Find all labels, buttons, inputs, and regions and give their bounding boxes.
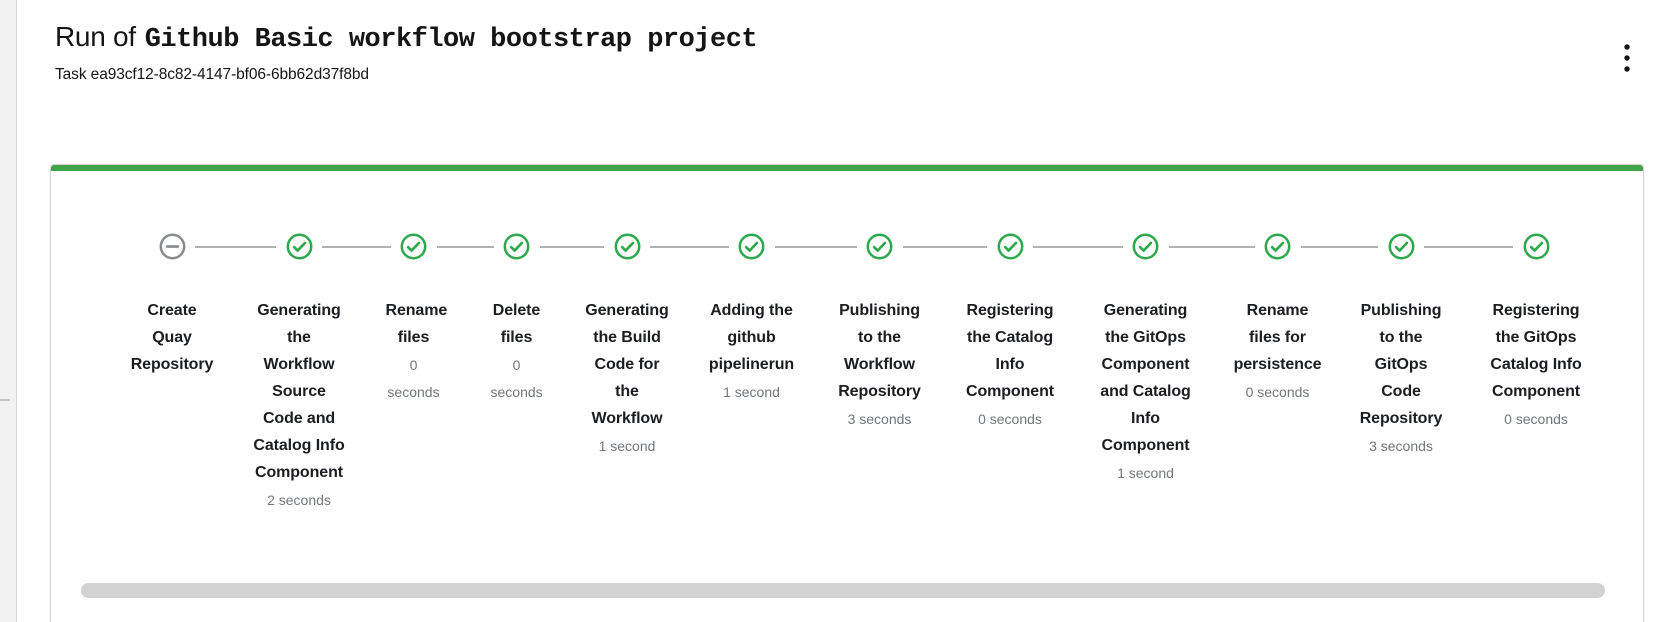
check-circle-icon <box>286 233 313 260</box>
check-circle-icon <box>1264 233 1291 260</box>
card-status-accent-bar <box>51 165 1643 171</box>
step-duration: 0 seconds <box>387 357 440 400</box>
step-duration: 1 second <box>723 384 780 400</box>
kebab-vertical-icon <box>1624 44 1630 72</box>
page-title: Run of Github Basic workflow bootstrap pr… <box>55 16 758 59</box>
workflow-stepper[interactable]: Create Quay Repository Generating the Wo… <box>51 171 1643 514</box>
step-duration: 1 second <box>598 438 656 454</box>
left-panel-edge <box>0 0 17 622</box>
workflow-step: Registering the Catalog Info Component 0… <box>943 233 1077 433</box>
step-label: Publishing to the GitOps Code Repository <box>1359 302 1443 427</box>
check-circle-icon <box>866 233 893 260</box>
step-label: Generating the GitOps Component and Cata… <box>1100 302 1191 454</box>
step-duration: 1 second <box>1117 465 1174 481</box>
step-label: Generating the Workflow Source Code and … <box>253 302 345 481</box>
check-circle-icon <box>1388 233 1415 260</box>
workflow-progress-card: Create Quay Repository Generating the Wo… <box>50 164 1644 622</box>
workflow-step: Registering the GitOps Catalog Info Comp… <box>1461 233 1611 433</box>
check-circle-icon <box>1523 233 1550 260</box>
step-duration: 2 seconds <box>267 492 331 508</box>
horizontal-scrollbar-thumb[interactable] <box>81 583 1605 598</box>
step-label: Publishing to the Workflow Repository <box>838 302 921 400</box>
step-label: Adding the github pipelinerun <box>708 302 795 373</box>
step-duration: 0 seconds <box>978 411 1042 427</box>
workflow-step: Generating the GitOps Component and Cata… <box>1077 233 1214 487</box>
title-prefix: Run of <box>55 21 136 52</box>
check-circle-icon <box>614 233 641 260</box>
workflow-step: Rename files 0 seconds <box>361 233 466 406</box>
workflow-step: Delete files 0 seconds <box>466 233 567 406</box>
step-label: Rename files for persistence <box>1233 302 1322 373</box>
workflow-name: Github Basic workflow bootstrap project <box>144 25 758 55</box>
workflow-step: Generating the Build Code for the Workfl… <box>567 233 687 460</box>
check-circle-icon <box>1132 233 1159 260</box>
step-label: Rename files <box>385 302 448 346</box>
step-duration: 0 seconds <box>490 357 543 400</box>
step-duration: 3 seconds <box>1369 438 1433 454</box>
workflow-step: Generating the Workflow Source Code and … <box>237 233 361 514</box>
step-label: Registering the GitOps Catalog Info Comp… <box>1490 302 1582 400</box>
check-circle-icon <box>503 233 530 260</box>
workflow-step: Create Quay Repository <box>107 233 237 378</box>
kebab-menu-button[interactable] <box>1614 38 1640 78</box>
step-label: Create Quay Repository <box>130 302 214 373</box>
panel-resize-handle[interactable] <box>0 399 10 401</box>
workflow-step: Publishing to the GitOps Code Repository… <box>1341 233 1461 460</box>
workflow-step: Publishing to the Workflow Repository 3 … <box>816 233 943 433</box>
step-duration: 0 seconds <box>1504 411 1568 427</box>
step-label: Generating the Build Code for the Workfl… <box>585 302 669 427</box>
minus-circle-icon <box>159 233 186 260</box>
step-duration: 3 seconds <box>847 411 912 427</box>
check-circle-icon <box>738 233 765 260</box>
step-duration: 0 seconds <box>1245 384 1310 400</box>
workflow-step: Adding the github pipelinerun 1 second <box>687 233 816 406</box>
workflow-step: Rename files for persistence 0 seconds <box>1214 233 1341 406</box>
check-circle-icon <box>997 233 1024 260</box>
check-circle-icon <box>400 233 427 260</box>
step-label: Registering the Catalog Info Component <box>966 302 1054 400</box>
task-id: Task ea93cf12-8c82-4147-bf06-6bb62d37f8b… <box>55 66 369 83</box>
step-label: Delete files <box>492 302 541 346</box>
page-header: Run of Github Basic workflow bootstrap pr… <box>0 0 1666 84</box>
